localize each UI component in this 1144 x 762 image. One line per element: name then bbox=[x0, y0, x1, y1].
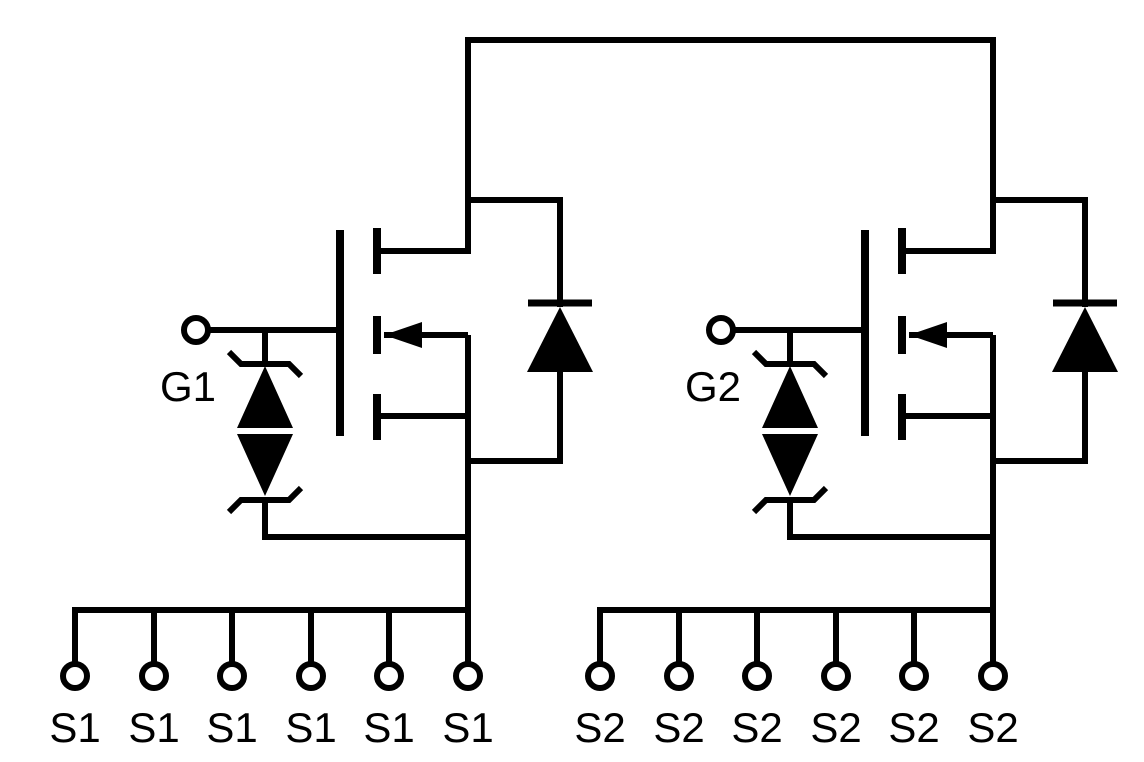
pin-circle bbox=[585, 661, 615, 691]
q2-zener-return-wire bbox=[787, 498, 993, 540]
q2-body-arrow bbox=[909, 322, 947, 348]
q1-body-diode bbox=[468, 197, 593, 464]
q1-zener-upper-triangle bbox=[237, 366, 293, 428]
q1-diode-anode-wire bbox=[468, 370, 563, 464]
q2-diode-cathode-wire bbox=[993, 197, 1088, 307]
q1-source-pin-1: S1 bbox=[49, 607, 101, 751]
q2-zener-lower-triangle bbox=[762, 434, 818, 496]
q2-gate-label: G2 bbox=[685, 363, 741, 410]
q2-source-bus: S2 S2 S2 S2 S2 S2 bbox=[574, 607, 1019, 751]
q1-gate-pin-circle bbox=[181, 315, 211, 345]
pin-circle bbox=[139, 661, 169, 691]
q1-zener-return-wire bbox=[262, 498, 468, 540]
common-drain-rail bbox=[465, 37, 996, 254]
q1-source-pin-4: S1 bbox=[285, 607, 337, 751]
q2-diode-anode-wire bbox=[993, 370, 1088, 464]
pin-label: S1 bbox=[285, 704, 336, 751]
q2-source-pin-5: S2 bbox=[888, 607, 940, 751]
q2-zener-top-cathode-bar bbox=[751, 349, 829, 379]
pin-label: S1 bbox=[206, 704, 257, 751]
q1-diode-cathode-wire bbox=[468, 197, 563, 307]
pin-circle bbox=[374, 661, 404, 691]
q1-zener-top-cathode-bar bbox=[226, 349, 304, 379]
pin-label: S2 bbox=[810, 704, 861, 751]
pin-label: S1 bbox=[363, 704, 414, 751]
q1-source-pin-5: S1 bbox=[363, 607, 415, 751]
pin-circle bbox=[978, 661, 1008, 691]
pin-label: S1 bbox=[49, 704, 100, 751]
pin-circle bbox=[296, 661, 326, 691]
q2-gate-terminal: G2 bbox=[685, 315, 869, 410]
q1-source-pin-3: S1 bbox=[206, 607, 258, 751]
q1-gate-esd-zeners bbox=[226, 330, 468, 540]
q2-diode-triangle bbox=[1052, 307, 1118, 372]
pin-label: S2 bbox=[731, 704, 782, 751]
q1-zener-lower-triangle bbox=[237, 434, 293, 496]
pin-label: S2 bbox=[967, 704, 1018, 751]
pin-label: S2 bbox=[888, 704, 939, 751]
transistor-q2 bbox=[861, 228, 996, 613]
q2-source-pin-3: S2 bbox=[731, 607, 783, 751]
q2-gate-pin-circle bbox=[706, 315, 736, 345]
q2-zener-upper-triangle bbox=[762, 366, 818, 428]
q1-gate-label: G1 bbox=[160, 363, 216, 410]
pin-circle bbox=[217, 661, 247, 691]
q1-source-pin-6: S1 bbox=[442, 607, 494, 751]
pin-circle bbox=[453, 661, 483, 691]
q1-gate-terminal: G1 bbox=[160, 315, 344, 410]
pin-circle bbox=[742, 661, 772, 691]
pin-label: S2 bbox=[653, 704, 704, 751]
pin-circle bbox=[899, 661, 929, 691]
pin-label: S1 bbox=[442, 704, 493, 751]
q2-gate-esd-zeners bbox=[751, 330, 993, 540]
q1-source-pin-2: S1 bbox=[128, 607, 180, 751]
pin-circle bbox=[664, 661, 694, 691]
q2-source-pin-2: S2 bbox=[653, 607, 705, 751]
q2-source-pin-1: S2 bbox=[574, 607, 626, 751]
pin-label: S1 bbox=[128, 704, 179, 751]
q2-body-diode bbox=[993, 197, 1118, 464]
q2-source-pin-6: S2 bbox=[967, 607, 1019, 751]
q1-source-bus: S1 S1 S1 S1 S1 S1 bbox=[49, 607, 494, 751]
q1-body-arrow bbox=[384, 322, 422, 348]
q1-diode-triangle bbox=[527, 307, 593, 372]
pin-circle bbox=[821, 661, 851, 691]
q2-source-pin-4: S2 bbox=[810, 607, 862, 751]
pin-label: S2 bbox=[574, 704, 625, 751]
pin-circle bbox=[60, 661, 90, 691]
